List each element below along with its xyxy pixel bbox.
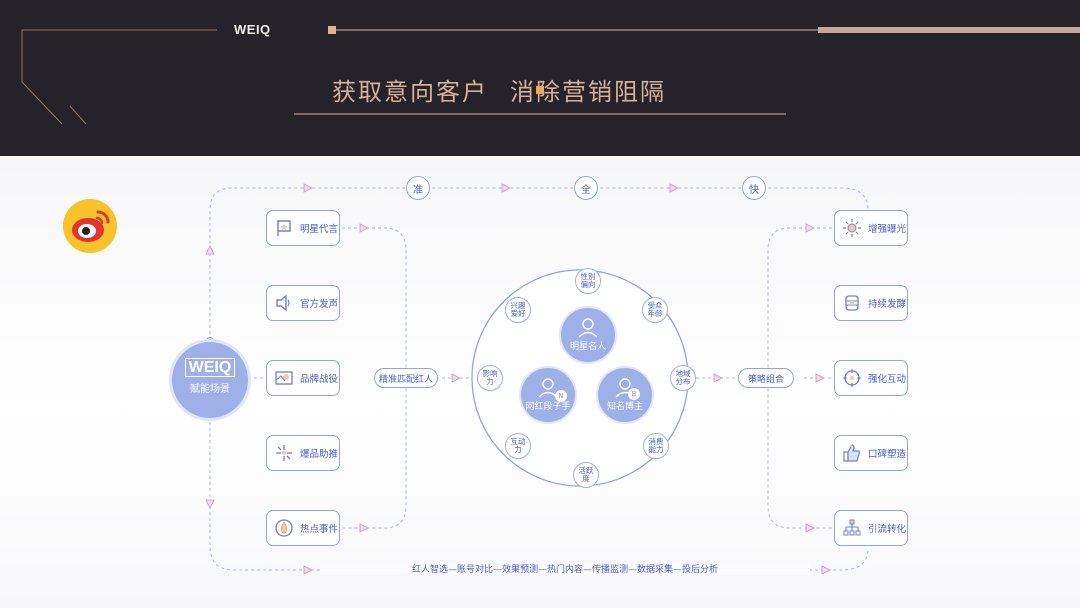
weibo-icon [63,199,117,253]
outcome-label: 持续发酵 [868,299,907,310]
weiq-hub: WEIQ 赋能场景 [172,342,248,418]
sparkle-icon [272,441,296,465]
scenario-hot-product-boost: 爆品助推 [266,435,340,471]
badge-n: N [555,390,567,402]
scenario-trending-event: 热点事件 [266,510,340,546]
sun-icon [840,216,864,240]
node-label: 网红段子手 [525,402,571,412]
scenario-label: 热点事件 [300,524,339,535]
page-title: 获取意向客户消除营销阻隔 [332,72,666,107]
bottom-process-flow: 红人智选—账号对比—效果预测—热门内容—传播监测—数据采集—投后分析 [320,562,810,575]
person-icon [577,316,599,338]
scenario-label: 明星代言 [300,224,339,235]
weibo-logo [62,198,118,254]
node-celebrity: 明星名人 [561,308,615,362]
outcome-exposure: 增强曝光 [834,210,908,246]
scenario-label: 爆品助推 [300,449,339,460]
outcome-conversion: 引流转化 [834,510,908,546]
scenario-brand-campaign: 品牌战役 [266,360,340,396]
attr-age: 受众年龄 [642,297,668,323]
scenario-label: 品牌战役 [300,374,339,385]
outcome-label: 口碑塑造 [868,449,907,460]
crosshair-icon [840,366,864,390]
node-label: 明星名人 [569,342,606,352]
outcome-ferment: 持续发酵 [834,285,908,321]
flow-marker-complete: 全 [574,176,598,200]
precise-match-pill: 精准匹配红人 [374,368,438,388]
outcome-label: 引流转化 [868,524,907,535]
attr-region: 地域分布 [670,365,696,391]
node-internet-comedian: 网红段子手 N [521,368,575,422]
outcome-reputation: 口碑塑造 [834,435,908,471]
scenario-celebrity-endorsement: 明星代言 [266,210,340,246]
header-banner: WEIQ 获取意向客户消除营销阻隔 [0,0,1080,156]
header-decoration [21,26,1080,125]
node-famous-blogger: 知名博主 B [598,368,652,422]
title-part-2: 消除营销阻隔 [510,78,666,106]
hub-label: 赋能场景 [190,384,230,395]
flow-marker-accurate: 准 [406,176,430,200]
strategy-combo-pill: 策略组合 [738,368,794,388]
outcome-interaction: 强化互动 [834,360,908,396]
attr-spending: 消费能力 [643,433,669,459]
barrel-icon [840,291,864,315]
title-part-1: 获取意向客户 [332,78,488,106]
node-label: 知名博主 [606,402,643,412]
attr-gender: 性别偏向 [575,268,601,294]
outcome-label: 强化互动 [868,374,907,385]
brand-logo-text: WEIQ [234,22,271,37]
speaker-icon [272,291,296,315]
scenario-label: 官方发声 [300,299,339,310]
map-pin-icon [272,366,296,390]
badge-b: B [628,388,640,400]
thumbs-up-icon [840,441,864,465]
attr-influence: 影响力 [477,365,503,391]
attr-interaction: 互动力 [505,433,531,459]
attr-interests: 兴趣爱好 [505,297,531,323]
attr-activity: 活跃度 [573,462,599,488]
scenario-official-voice: 官方发声 [266,285,340,321]
star-flag-icon [272,216,296,240]
outcome-label: 增强曝光 [868,224,907,235]
flow-marker-fast: 快 [742,176,766,200]
hub-logo: WEIQ [184,358,236,377]
fire-icon [272,516,296,540]
network-icon [840,516,864,540]
